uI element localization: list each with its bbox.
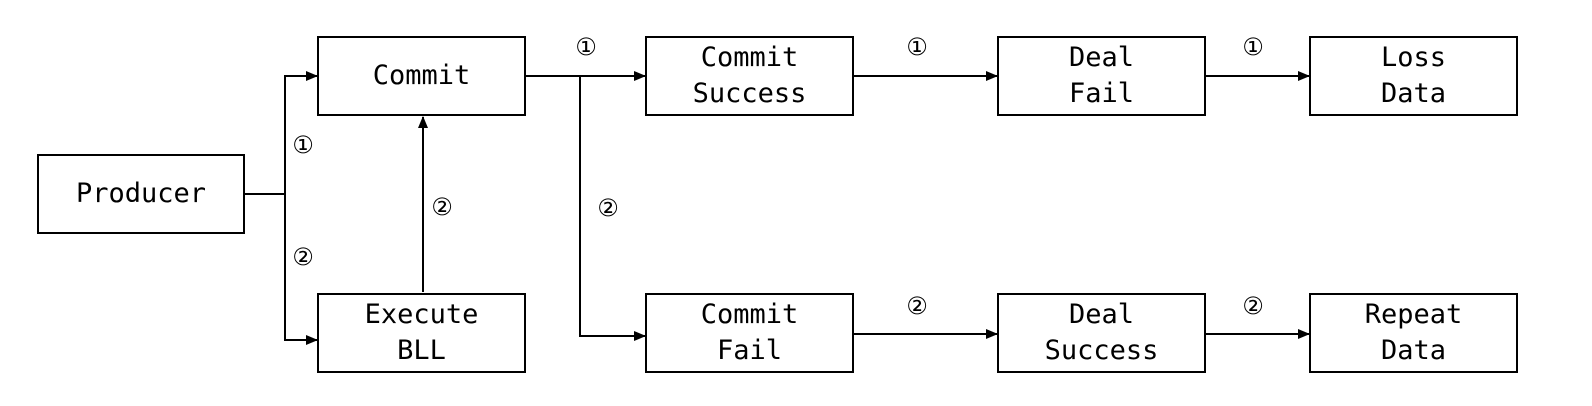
arrow-producer-to-execute-bll bbox=[284, 194, 318, 345]
label-path2-deal-success: ② bbox=[906, 292, 928, 320]
label-path1-deal-fail: ① bbox=[906, 33, 928, 61]
arrow-producer-to-commit bbox=[284, 71, 318, 194]
label-path1-commit-success: ① bbox=[575, 33, 597, 61]
label-path1-loss-data: ① bbox=[1242, 33, 1264, 61]
node-commit: Commit bbox=[317, 36, 526, 116]
label-path2-execute-commit: ② bbox=[431, 193, 453, 221]
node-deal-fail: Deal Fail bbox=[997, 36, 1206, 116]
node-loss-data: Loss Data bbox=[1309, 36, 1518, 116]
arrow-commit-to-commit-fail bbox=[579, 76, 646, 341]
node-commit-success: Commit Success bbox=[645, 36, 854, 116]
node-producer: Producer bbox=[37, 154, 245, 234]
label-path2-commit-fail: ② bbox=[597, 194, 619, 222]
node-commit-fail: Commit Fail bbox=[645, 293, 854, 373]
node-execute-bll: Execute BLL bbox=[317, 293, 526, 373]
label-path2-repeat-data: ② bbox=[1242, 292, 1264, 320]
label-path1-producer-commit: ① bbox=[292, 131, 314, 159]
node-deal-success: Deal Success bbox=[997, 293, 1206, 373]
node-repeat-data: Repeat Data bbox=[1309, 293, 1518, 373]
label-path2-producer-execute: ② bbox=[292, 243, 314, 271]
